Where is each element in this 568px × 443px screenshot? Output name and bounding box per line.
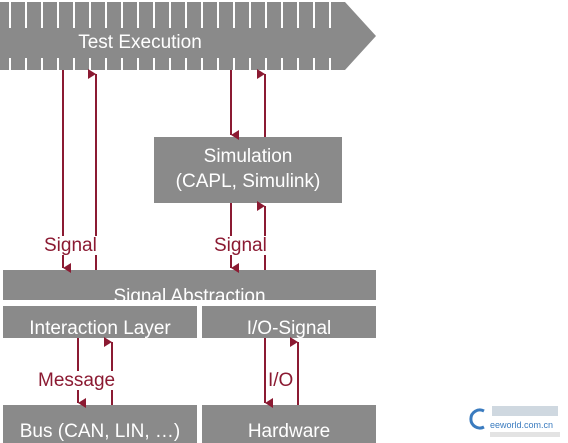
watermark-text: eeworld.com.cn bbox=[490, 420, 554, 430]
watermark-icon bbox=[469, 408, 485, 430]
io-signal-box: I/O-Signal bbox=[202, 306, 376, 339]
signal-abstraction-label: Signal Abstraction bbox=[113, 286, 266, 307]
test-execution-label-box: Test Execution bbox=[40, 28, 240, 58]
simulation-box: Simulation (CAPL, Simulink) bbox=[154, 137, 342, 203]
hardware-box: Hardware bbox=[202, 405, 376, 443]
banner-stripes bbox=[9, 2, 331, 70]
watermark-logo: eeworld.com.cn bbox=[468, 404, 564, 440]
interaction-layer-box: Interaction Layer bbox=[3, 306, 197, 339]
test-execution-label: Test Execution bbox=[78, 32, 202, 53]
bus-box: Bus (CAN, LIN, …) bbox=[3, 405, 197, 443]
signal-label-right: Signal bbox=[212, 235, 269, 256]
message-label: Message bbox=[36, 370, 118, 391]
interaction-layer-label: Interaction Layer bbox=[29, 318, 171, 339]
simulation-subtitle: (CAPL, Simulink) bbox=[175, 171, 321, 192]
hardware-label: Hardware bbox=[247, 421, 331, 442]
io-signal-label: I/O-Signal bbox=[246, 318, 332, 339]
bus-label: Bus (CAN, LIN, …) bbox=[19, 421, 181, 442]
signal-abstraction-bar: Signal Abstraction bbox=[3, 270, 376, 307]
io-label: I/O bbox=[266, 370, 296, 391]
simulation-title: Simulation bbox=[203, 146, 293, 168]
signal-label-left: Signal bbox=[42, 235, 99, 256]
